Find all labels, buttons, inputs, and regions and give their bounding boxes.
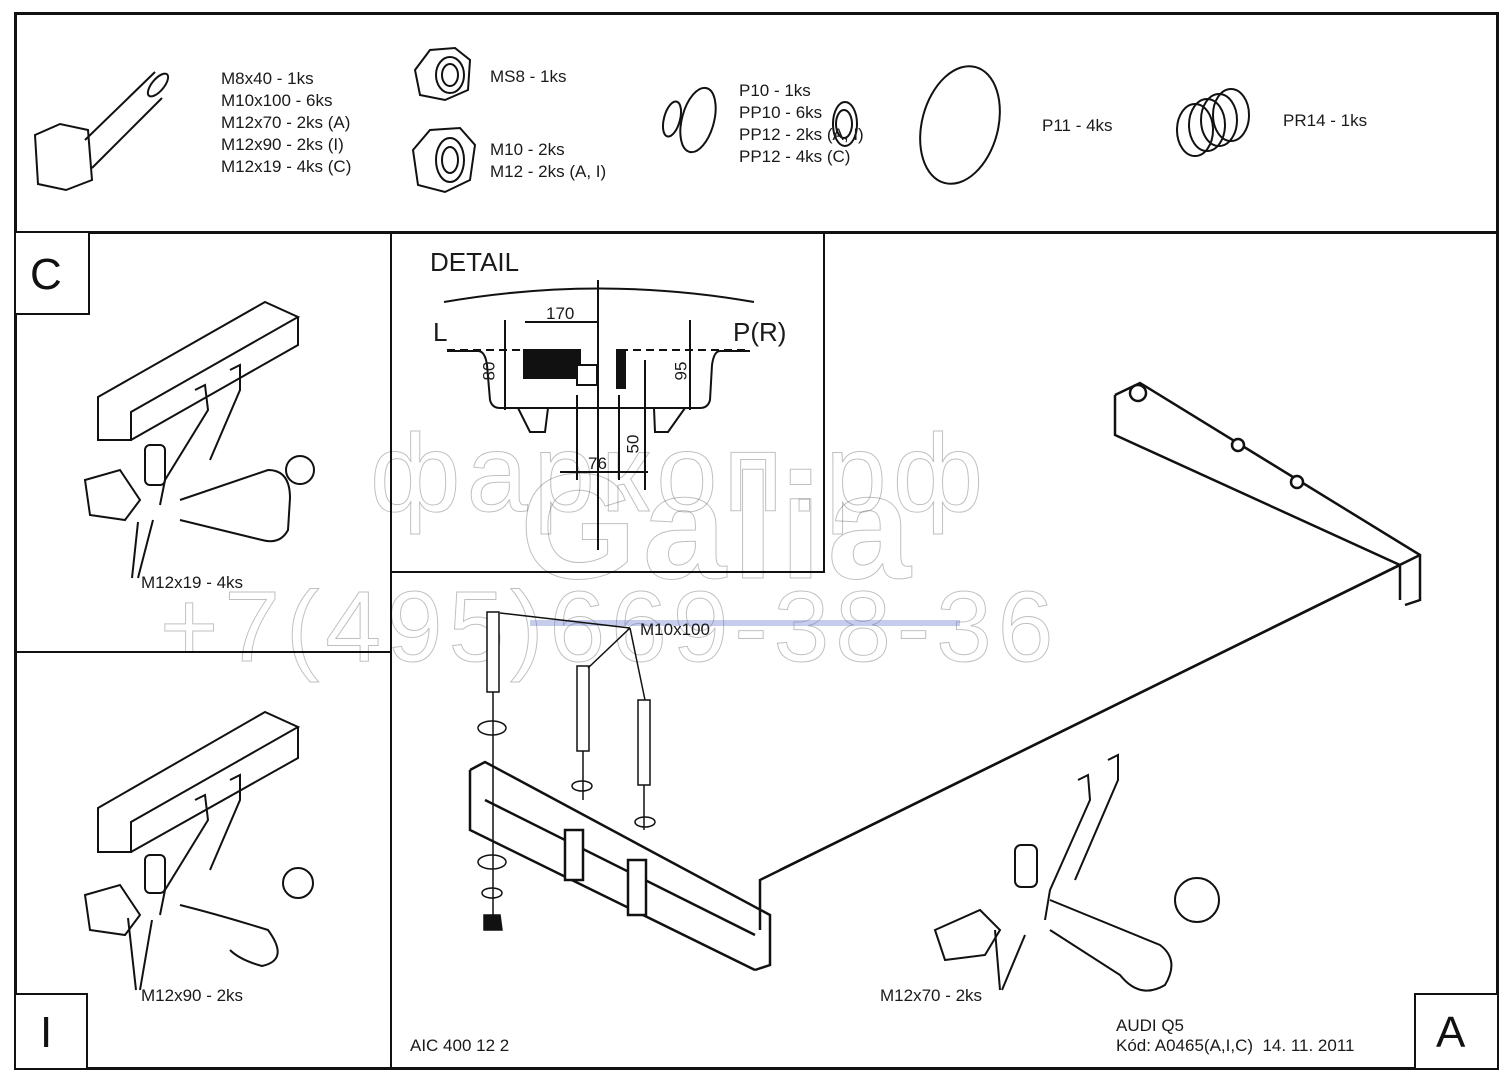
dim-80: 80 — [479, 361, 499, 381]
dim-95: 95 — [671, 361, 691, 381]
part-label: PP12 - 4ks (C) — [739, 147, 851, 166]
detail-panel — [390, 231, 825, 573]
detail-title: DETAIL — [430, 247, 520, 277]
variant-c-letter: C — [30, 250, 62, 299]
variant-a-letter-box: A — [1414, 993, 1499, 1070]
watermark-underline — [530, 620, 960, 626]
part-label: M12x90 - 2ks (I) — [221, 135, 344, 154]
variant-i-letter-box: I — [14, 993, 88, 1070]
spring-icon — [1176, 88, 1250, 157]
bolt-icon — [33, 71, 170, 192]
part-label: M12x70 - 2ks (A) — [221, 113, 351, 132]
m10-bolts-callout: M10x100 — [640, 620, 710, 639]
vehicle-model: AUDI Q5 — [1116, 1016, 1185, 1035]
watermark-site: фаркоп.рф — [369, 412, 990, 536]
m10-bolts-drawing — [477, 611, 656, 931]
main-hitch-callout: M12x70 - 2ks — [880, 986, 983, 1005]
main-towbar-drawing — [468, 381, 1422, 972]
variant-c-callout: M12x19 - 4ks — [141, 573, 244, 592]
dim-76: 76 — [588, 454, 607, 473]
variant-a-letter: A — [1436, 1008, 1466, 1057]
lock-nut-icon — [413, 46, 472, 102]
large-washer-label: P11 - 4ks — [1042, 116, 1113, 135]
part-label: PP12 - 2ks (A, I) — [739, 125, 864, 144]
drawing-code: AIC 400 12 2 — [410, 1036, 510, 1055]
detail-drawing — [443, 280, 755, 550]
variant-i-callout: M12x90 - 2ks — [141, 986, 244, 1005]
large-washer-icon — [832, 65, 1001, 185]
part-label: PP10 - 6ks — [739, 103, 823, 122]
dim-50: 50 — [623, 434, 643, 454]
part-label: M8x40 - 1ks — [221, 69, 314, 88]
variant-c-letter-box: C — [14, 231, 90, 315]
part-label: M12 - 2ks (A, I) — [490, 162, 607, 181]
hex-nut-icon — [411, 126, 477, 194]
part-label: M10 - 2ks — [490, 140, 565, 159]
hitch-i-drawing — [83, 710, 314, 991]
nut-list: M10 - 2ks M12 - 2ks (A, I) — [490, 139, 606, 183]
washer-icon — [661, 86, 717, 154]
detail-right-label: P(R) — [733, 317, 787, 347]
part-code-date: Kód: A0465(A,I,C) 14. 11. 2011 — [1116, 1036, 1355, 1055]
watermark-phone: +7(495)669-38-36 — [159, 571, 1060, 684]
lock-nut-label: MS8 - 1ks — [490, 67, 567, 86]
part-label: M12x19 - 4ks (C) — [221, 157, 352, 176]
detail-left-label: L — [433, 317, 448, 347]
part-label: M10x100 - 6ks — [221, 91, 333, 110]
dim-170: 170 — [546, 304, 575, 323]
hitch-c-drawing — [83, 300, 315, 579]
part-label: P10 - 1ks — [739, 81, 811, 100]
bolt-list: M8x40 - 1ks M10x100 - 6ks M12x70 - 2ks (… — [221, 68, 351, 178]
hitch-a-drawing — [933, 753, 1220, 992]
variant-i-letter: I — [40, 1008, 53, 1057]
variant-i-panel — [14, 651, 392, 1070]
spring-label: PR14 - 1ks — [1283, 111, 1368, 130]
watermark-brand: Galia — [520, 442, 917, 611]
washer-list: P10 - 1ks PP10 - 6ks PP12 - 2ks (A, I) P… — [739, 80, 864, 168]
